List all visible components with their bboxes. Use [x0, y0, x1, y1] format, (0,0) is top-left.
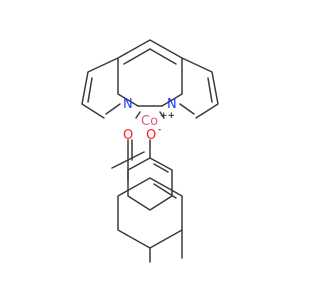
tbu-right: [127, 151, 145, 161]
molecule-diagram: N N Co ++ O O -: [81, 39, 219, 263]
nitrogen-left-label: N: [123, 97, 133, 112]
oxygen-right-charge: -: [158, 125, 161, 135]
phenanthroline-ligand: [81, 39, 219, 119]
lower-ligand: [111, 139, 183, 263]
phen-center-double-2: [149, 48, 177, 65]
phen-right-n-double: [179, 103, 195, 115]
aryl-ring-2-double: [153, 183, 177, 199]
cobalt-label: Co: [141, 114, 158, 129]
phen-left-ring: [81, 57, 139, 119]
phen-left-n-double: [105, 103, 121, 115]
co-n-left-bond: [135, 111, 141, 119]
phen-right-ring: [161, 57, 219, 119]
aryl-ring-1: [127, 157, 173, 211]
phen-center-double: [123, 48, 151, 65]
oxygen-right-label: O: [146, 128, 156, 143]
co-n-right-bond: [159, 111, 165, 119]
cobalt-charge: ++: [160, 111, 175, 121]
phen-right-double: [207, 77, 213, 103]
nitrogen-right-label: N: [167, 97, 177, 112]
aryl-ring-1-double: [153, 163, 169, 173]
oxygen-left-label: O: [123, 128, 133, 143]
phen-center-ring: [117, 39, 183, 59]
tbu-left: [111, 159, 129, 169]
phen-left-double: [87, 77, 93, 103]
